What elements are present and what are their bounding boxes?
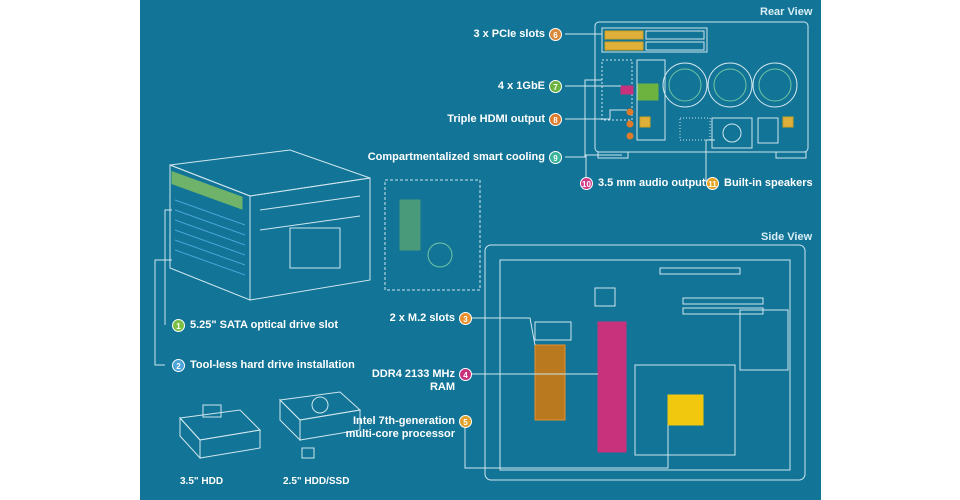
callout-9-label: Compartmentalized smart cooling <box>367 151 545 163</box>
side-view-title: Side View <box>761 231 813 243</box>
callout-3-badge: 3 <box>459 312 472 325</box>
callout-5-label: Intel 7th-generation multi-core processo… <box>345 415 455 440</box>
callout-7-badge: 7 <box>549 80 562 93</box>
callout-3-label: 2 x M.2 slots <box>389 312 455 324</box>
callout-11-badge: 11 <box>706 177 719 190</box>
rear-view-chassis <box>594 21 809 159</box>
hdd35-caption: 3.5" HDD <box>180 476 224 487</box>
callout-4-badge: 4 <box>459 368 472 381</box>
hdd25-caption: 2.5" HDD/SSD <box>283 476 350 487</box>
rear-view-title: Rear View <box>760 6 813 18</box>
callout-7-label: 4 x 1GbE <box>497 80 545 92</box>
callout-11-label: Built-in speakers <box>724 177 813 189</box>
callout-1-badge: 1 <box>172 319 185 332</box>
callout-4-label: DDR4 2133 MHz RAM <box>371 368 455 393</box>
callout-9-badge: 9 <box>549 151 562 164</box>
callout-2-label: Tool-less hard drive installation <box>190 359 355 371</box>
callout-1-label: 5.25" SATA optical drive slot <box>190 319 339 331</box>
drive-bay-illustrations <box>178 391 362 460</box>
side-view-chassis <box>484 244 806 481</box>
callout-8-badge: 8 <box>549 113 562 126</box>
callout-5-badge: 5 <box>459 415 472 428</box>
callout-6-badge: 6 <box>549 28 562 41</box>
callout-10-badge: 10 <box>580 177 593 190</box>
diagram-artwork <box>154 21 809 481</box>
callout-6-label: 3 x PCIe slots <box>473 28 545 40</box>
callout-10-label: 3.5 mm audio output <box>598 177 706 189</box>
isometric-chassis <box>169 149 481 301</box>
callout-8-label: Triple HDMI output <box>447 113 545 125</box>
diagram-canvas: Rear View Side View 3 x PCIe slots 6 4 x… <box>140 0 821 500</box>
callout-2-badge: 2 <box>172 359 185 372</box>
